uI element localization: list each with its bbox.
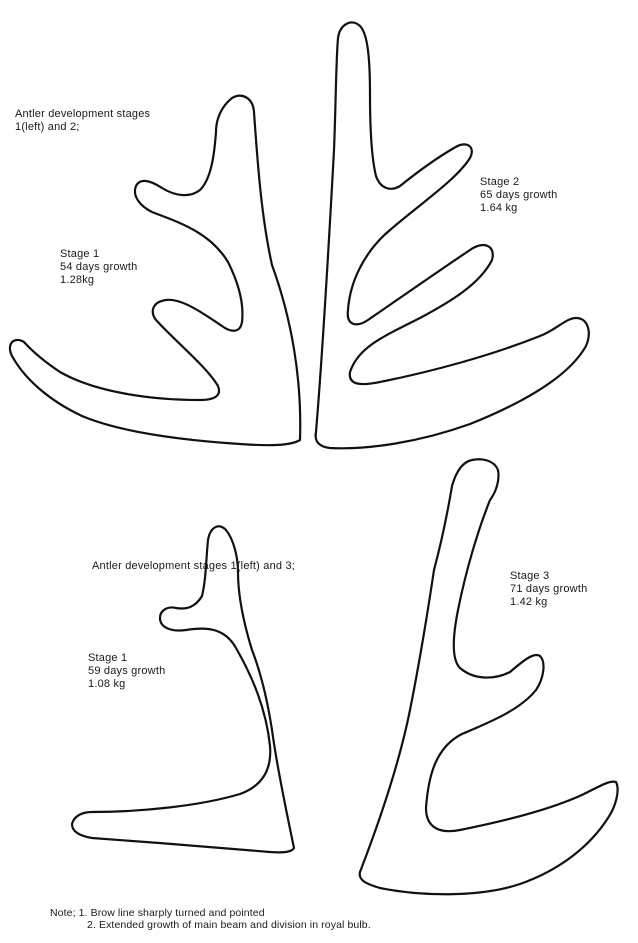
figure-note: Note; 1. Brow line sharply turned and po… [50, 907, 371, 931]
antler-bottom-stage3-outline [360, 459, 618, 894]
note-line-1: Note; 1. Brow line sharply turned and po… [50, 907, 371, 919]
antler-top-stage2-outline [316, 22, 589, 448]
growth-days: 65 days growth [480, 189, 557, 202]
antler-weight: 1.42 kg [510, 596, 587, 609]
antler-weight: 1.64 kg [480, 202, 557, 215]
growth-days: 59 days growth [88, 665, 165, 678]
growth-days: 71 days growth [510, 583, 587, 596]
stage-label-bottom-right: Stage 3 71 days growth 1.42 kg [510, 570, 587, 609]
stage-label-bottom-left: Stage 1 59 days growth 1.08 kg [88, 652, 165, 691]
antler-weight: 1.08 kg [88, 678, 165, 691]
stage-name: Stage 1 [88, 652, 165, 665]
stage-name: Stage 1 [60, 248, 137, 261]
stage-name: Stage 2 [480, 176, 557, 189]
stage-name: Stage 3 [510, 570, 587, 583]
stage-label-top-right: Stage 2 65 days growth 1.64 kg [480, 176, 557, 215]
growth-days: 54 days growth [60, 261, 137, 274]
antler-top-stage1-outline [10, 96, 300, 446]
stage-label-top-left: Stage 1 54 days growth 1.28kg [60, 248, 137, 287]
note-line-2: 2. Extended growth of main beam and divi… [50, 919, 371, 931]
figure-top-caption: Antler development stages 1(left) and 2; [15, 108, 150, 134]
antler-weight: 1.28kg [60, 274, 137, 287]
figure-bottom-caption: Antler development stages 1(left) and 3; [92, 560, 295, 573]
